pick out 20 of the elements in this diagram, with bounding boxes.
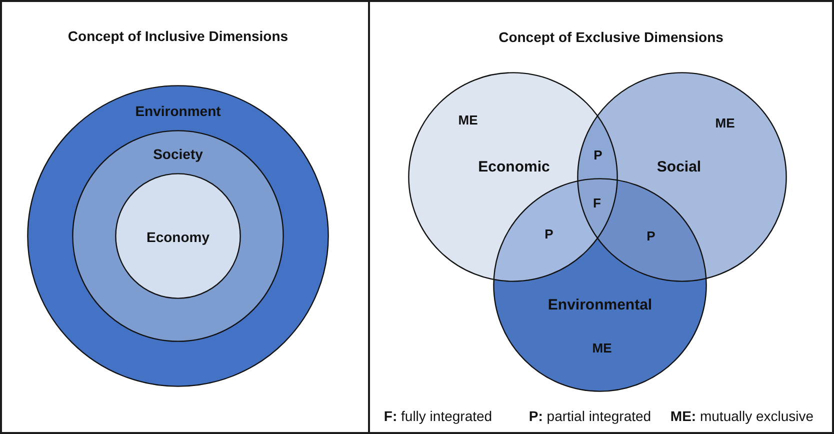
region-code: P — [646, 230, 656, 244]
legend-entry: P: partial integrated — [528, 408, 652, 424]
dimension-label: Environmental — [548, 296, 652, 314]
panel-frame — [368, 0, 834, 434]
legend-entry: F: fully integrated — [384, 408, 492, 424]
dimension-label: Society — [153, 146, 203, 162]
panel-frame — [0, 0, 370, 434]
region-code: F — [593, 196, 601, 212]
region-code: ME — [592, 342, 612, 356]
legend-entry: ME: mutually exclusive — [670, 408, 814, 424]
region-code: P — [544, 228, 554, 242]
dimension-label: Social — [656, 158, 702, 176]
panel-title: Concept of Inclusive Dimensions — [68, 28, 288, 44]
region-code: ME — [715, 116, 735, 132]
dimension-label: Environment — [135, 102, 221, 120]
dimension-label: Economy — [146, 228, 210, 246]
region-code: ME — [458, 114, 478, 128]
panel-title: Concept of Exclusive Dimensions — [498, 28, 724, 46]
dimension-label: Economic — [478, 158, 550, 176]
region-code: P — [594, 148, 602, 164]
